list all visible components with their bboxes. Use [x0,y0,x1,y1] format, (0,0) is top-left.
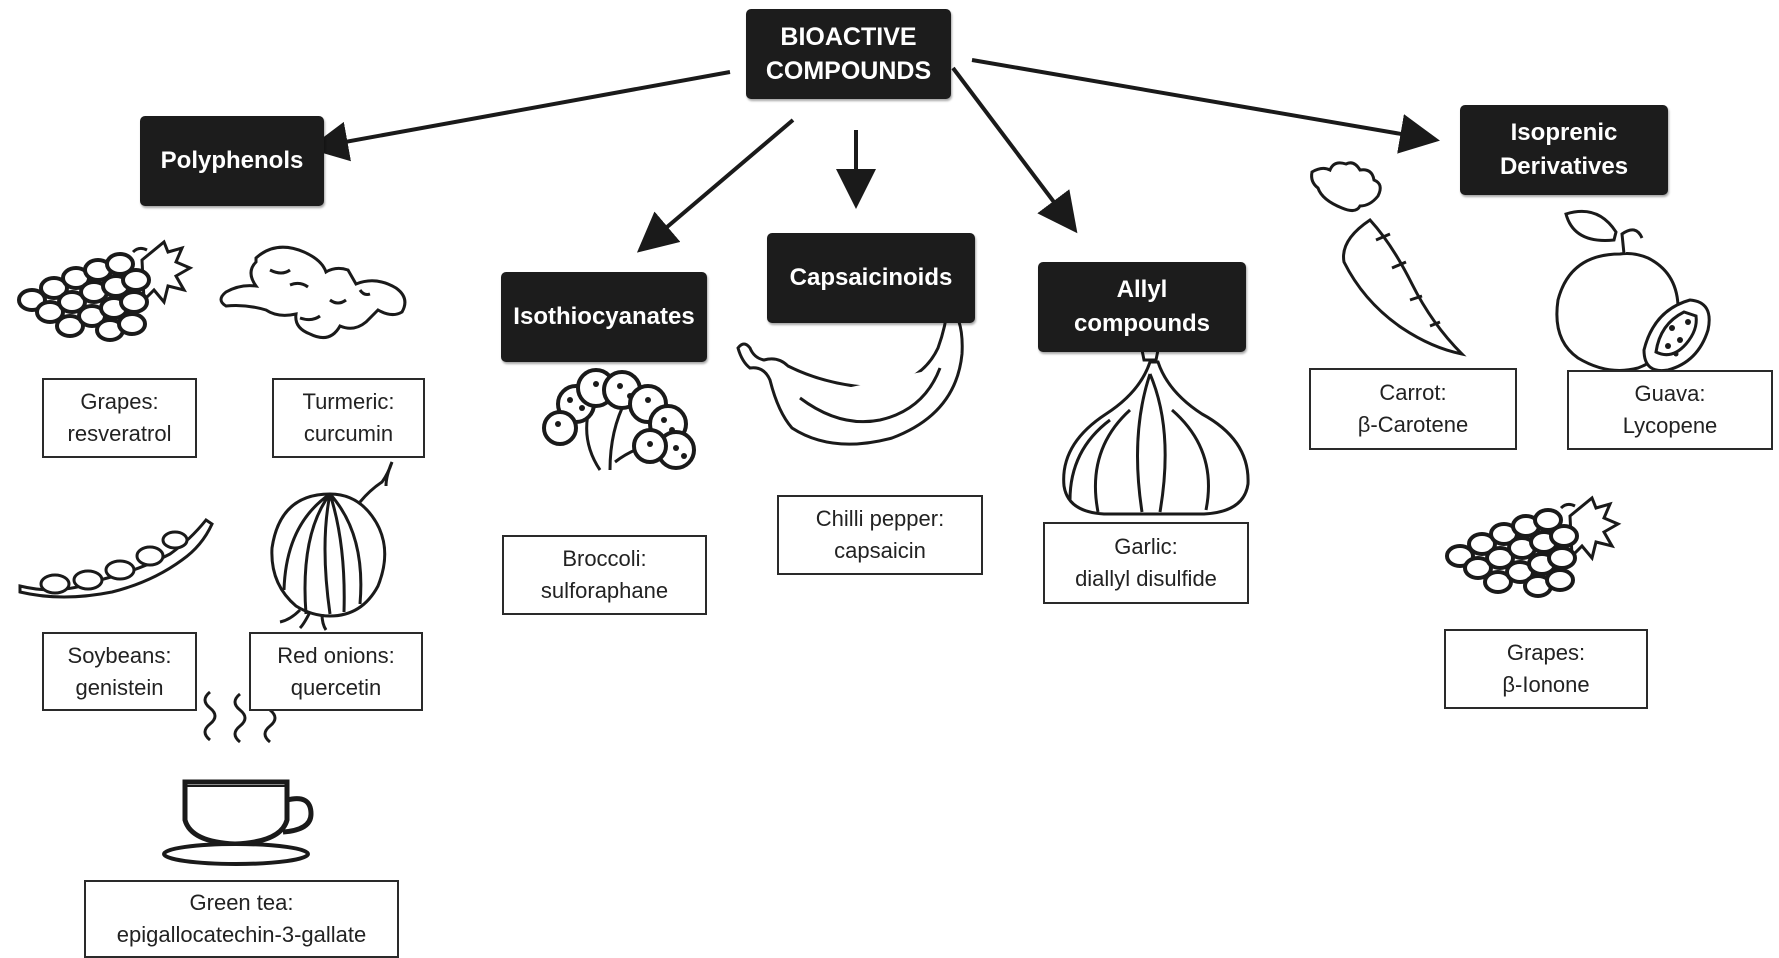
label-garlic-diallyl-disulfide: Garlic: diallyl disulfide [1043,522,1249,604]
onion-icon [270,461,394,631]
label-chilli-capsaicin: Chilli pepper: capsaicin [777,495,983,575]
arrow-to-isothiocyanates [636,118,795,253]
broccoli-icon [542,368,696,471]
arrow-to-isoprenic [971,58,1440,154]
root-node: BIOACTIVE COMPOUNDS [746,9,951,99]
label-turmeric-curcumin: Turmeric: curcumin [272,378,425,458]
guava-icon [1555,209,1711,373]
arrow-to-polyphenols [308,70,731,162]
category-polyphenols: Polyphenols [140,116,324,206]
label-soybeans-genistein: Soybeans: genistein [42,632,197,711]
label-grapes-resveratrol: Grapes: resveratrol [42,378,197,458]
category-allyl-compounds: Allyl compounds [1038,262,1246,352]
category-isothiocyanates: Isothiocyanates [501,272,707,362]
category-isoprenic-derivatives: Isoprenic Derivatives [1460,105,1668,195]
label-broccoli-sulforaphane: Broccoli: sulforaphane [502,535,707,615]
label-guava-lycopene: Guava: Lycopene [1567,370,1773,450]
ginger-root-icon [219,245,407,340]
label-grapes-beta-ionone: Grapes: β-Ionone [1444,629,1648,709]
grapes-icon [1445,496,1620,598]
grapes-icon [17,240,192,342]
arrow-to-allyl [951,66,1078,234]
category-capsaicinoids: Capsaicinoids [767,233,975,323]
label-red-onions-quercetin: Red onions: quercetin [249,632,423,711]
connector-lines [308,58,1440,253]
chilli-pepper-icon [736,300,964,446]
garlic-icon [1062,342,1250,516]
carrot-icon [1310,161,1467,357]
tea-cup-icon [162,690,314,866]
label-green-tea-egcg: Green tea: epigallocatechin-3-gallate [84,880,399,958]
soybean-pod-icon [18,517,214,599]
label-carrot-beta-carotene: Carrot: β-Carotene [1309,368,1517,450]
